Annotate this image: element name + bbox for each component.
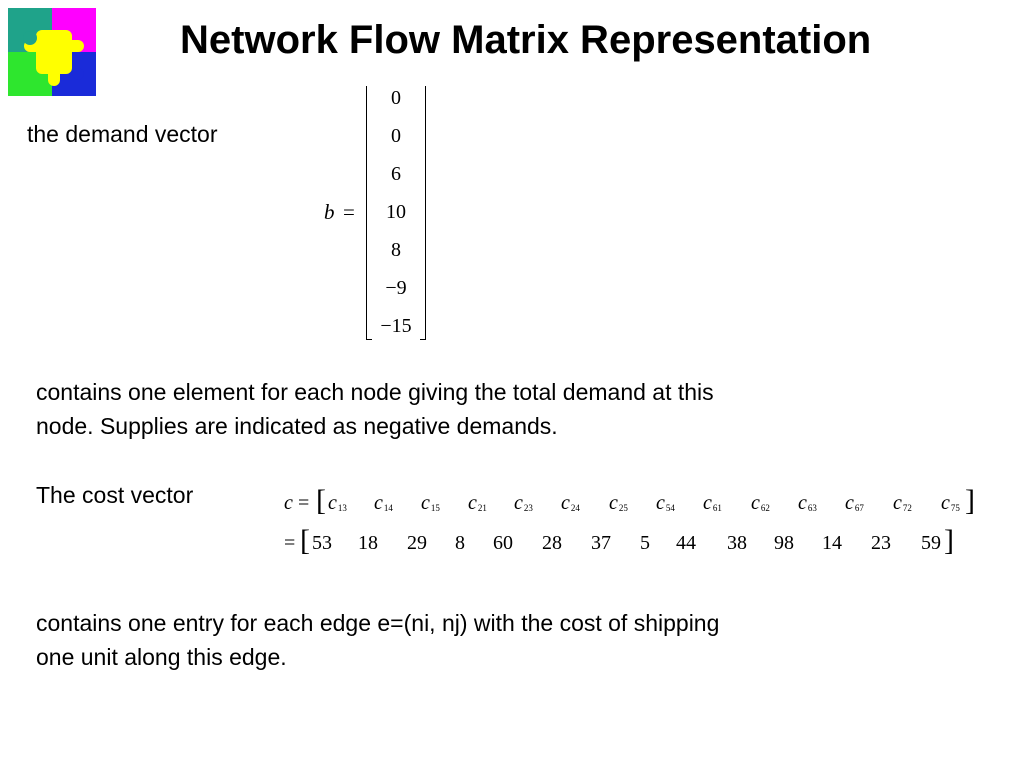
cost-value: 60 — [493, 532, 513, 554]
cost-vector-heading: The cost vector — [36, 482, 194, 508]
cost-values-equals: = — [284, 532, 296, 554]
cost-description-line-2: one unit along this edge. — [36, 644, 287, 670]
cost-value: 37 — [591, 532, 611, 554]
cost-variable: c61 — [703, 492, 722, 514]
cost-variable-subscript: 54 — [665, 503, 675, 513]
cost-value: 5 — [640, 532, 650, 554]
demand-value: 8 — [391, 239, 401, 261]
demand-value: 6 — [391, 163, 401, 185]
cost-variable: c25 — [609, 492, 628, 514]
cost-variable-subscript: 23 — [523, 503, 533, 513]
cost-variable: c14 — [374, 492, 393, 514]
cost-variable-subscript: 61 — [712, 503, 722, 513]
cost-value: 38 — [727, 532, 747, 554]
cost-variable-subscript: 21 — [477, 503, 487, 513]
demand-value: 0 — [391, 87, 401, 109]
cost-variable: c15 — [421, 492, 440, 514]
cost-value: 29 — [407, 532, 427, 554]
cost-variable: c75 — [941, 492, 960, 514]
demand-vector-heading: the demand vector — [27, 121, 218, 147]
close-bracket: ] — [944, 524, 954, 557]
cost-variable: c67 — [845, 492, 864, 514]
puzzle-logo-icon — [8, 8, 96, 96]
open-bracket: [ — [300, 524, 310, 557]
demand-description-line-1: contains one element for each node givin… — [36, 379, 714, 405]
cost-values-row: = [ 53 18 29 8 60 28 37 5 44 38 98 14 23 59 ] — [282, 524, 982, 562]
cost-variable-subscript: 24 — [570, 503, 580, 513]
cost-variable-subscript: 25 — [618, 503, 628, 513]
cost-value: 59 — [921, 532, 941, 554]
cost-variable-subscript: 13 — [337, 503, 347, 513]
cost-variable: c62 — [751, 492, 770, 514]
cost-value: 28 — [542, 532, 562, 554]
cost-variable-subscript: 67 — [854, 503, 864, 513]
demand-symbol: b — [324, 200, 335, 224]
demand-description-line-2: node. Supplies are indicated as negative… — [36, 413, 558, 439]
cost-value: 14 — [822, 532, 842, 554]
demand-value: 10 — [386, 201, 406, 223]
cost-value: 23 — [871, 532, 891, 554]
demand-value: −15 — [380, 315, 412, 337]
close-bracket: ] — [965, 484, 975, 517]
cost-symbol: c — [284, 492, 293, 514]
cost-variable-subscript: 62 — [760, 503, 770, 513]
cost-variable: c21 — [468, 492, 487, 514]
cost-variable: c54 — [656, 492, 675, 514]
open-bracket: [ — [316, 484, 326, 517]
cost-equals: = — [298, 492, 310, 514]
cost-variable: c63 — [798, 492, 817, 514]
cost-value: 44 — [676, 532, 696, 554]
demand-vector: 0 0 6 10 8 −9 −15 — [366, 86, 426, 340]
cost-variable-subscript: 75 — [950, 503, 960, 513]
cost-symbol-row: c = [ c13 c14 c15 c21 c23 c24 c25 c54 c61 c62 c63 c… — [282, 484, 982, 522]
cost-description-line-1: contains one entry for each edge e=(ni, … — [36, 610, 720, 636]
cost-value: 53 — [312, 532, 332, 554]
slide-title: Network Flow Matrix Representation — [180, 18, 872, 62]
demand-value: 0 — [391, 125, 401, 147]
cost-value: 18 — [358, 532, 378, 554]
cost-variable-subscript: 15 — [430, 503, 440, 513]
cost-value: 8 — [455, 532, 465, 554]
cost-variable-subscript: 14 — [383, 503, 393, 513]
cost-variable-subscript: 72 — [902, 503, 912, 513]
cost-variable: c72 — [893, 492, 912, 514]
cost-value: 98 — [774, 532, 794, 554]
demand-value: −9 — [385, 277, 407, 299]
demand-equals: = — [343, 200, 355, 224]
cost-variable: c13 — [328, 492, 347, 514]
cost-variable: c24 — [561, 492, 580, 514]
cost-variable-subscript: 63 — [807, 503, 817, 513]
cost-variable: c23 — [514, 492, 533, 514]
